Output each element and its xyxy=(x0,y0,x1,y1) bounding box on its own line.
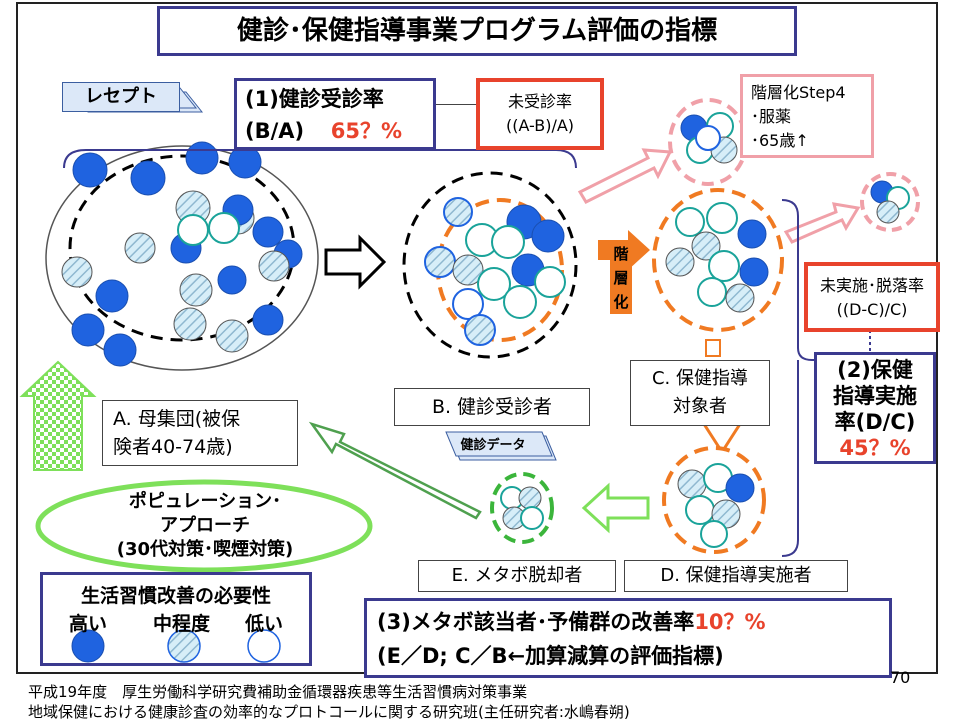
metric1-connector xyxy=(436,104,476,105)
group-d-circles xyxy=(677,463,755,548)
metric3-formula: (E／D; C／B←加算減算の評価指標) xyxy=(377,644,724,668)
group-a-line1: A. 母集団(被保 xyxy=(113,408,241,430)
population-approach-line3: (30代対策･喫煙対策) xyxy=(116,539,294,560)
group-c-label: C. 保健指導 対象者 xyxy=(630,360,770,426)
arrow-a-to-b xyxy=(324,234,387,290)
bracket-metric2 xyxy=(781,199,820,361)
legend-low-circle xyxy=(247,629,281,663)
excluded-circle xyxy=(860,172,920,232)
step4-title: 階層化Step4 xyxy=(751,83,846,102)
legend-box: 生活習慣改善の必要性 高い 中程度 低い xyxy=(40,572,312,666)
dropout-title: 未実施･脱落率 xyxy=(819,276,924,295)
metric2-formula: 率(D/C) xyxy=(834,410,916,434)
stratify-label: 階層化 xyxy=(610,242,632,314)
metric1-title: (1)健診受診率 xyxy=(245,87,384,111)
metric1-formula: (B/A) 65？% xyxy=(245,115,425,147)
arrow-e-to-a xyxy=(308,421,482,520)
step4-box: 階層化Step4 ･服薬 ･65歳↑ xyxy=(740,74,874,158)
footer-line1: 平成19年度 厚生労働科学研究費補助金循環器疾患等生活習慣病対策事業 xyxy=(28,683,528,701)
legend-low-label: 低い xyxy=(245,613,284,635)
legend-high-circle xyxy=(71,629,105,663)
metric1-value: 65？% xyxy=(330,119,403,143)
metric1-ratio: (B/A) xyxy=(245,119,305,143)
population-approach-line2: アプローチ xyxy=(160,515,250,536)
group-e-circles xyxy=(500,486,544,530)
bracket-metric1 xyxy=(63,149,577,169)
dropout-box: 未実施･脱落率 ((D-C)/C) xyxy=(804,262,940,332)
population-approach-line1: ポピュレーション･ xyxy=(128,491,282,512)
unexamined-formula: ((A-B)/A) xyxy=(505,116,575,135)
population-approach-ellipse xyxy=(35,479,373,573)
arrow-b-to-step4 xyxy=(577,148,673,204)
legend-high-label: 高い xyxy=(69,613,108,635)
group-e-label: E. メタボ脱却者 xyxy=(418,560,616,592)
receipt-label: レセプト xyxy=(62,82,180,112)
group-a-label: A. 母集団(被保 険者40-74歳) xyxy=(102,400,298,466)
group-d-label: D. 保健指導実施者 xyxy=(624,560,848,592)
metric2-value: 45？% xyxy=(839,436,911,460)
unexamined-title: 未受診率 xyxy=(507,92,572,111)
population-approach-text: ポピュレーション･ アプローチ (30代対策･喫煙対策) xyxy=(60,490,350,562)
group-b-label: B. 健診受診者 xyxy=(394,388,590,426)
group-b-circles xyxy=(424,197,566,346)
metric2-title-2: 指導実施 xyxy=(833,384,917,408)
group-e-circle xyxy=(490,472,554,544)
step4-age: ･65歳↑ xyxy=(751,131,809,150)
footer-line2: 地域保健における健康診査の効率的なプロトコールに関する研究班(主任研究者:水嶋春… xyxy=(28,703,630,721)
unexamined-box: 未受診率 ((A-B)/A) xyxy=(476,78,604,150)
page-number: 70 xyxy=(890,668,911,687)
legend-mid-label: 中程度 xyxy=(153,613,211,635)
group-c-line2: 対象者 xyxy=(673,396,727,417)
group-c-circles xyxy=(665,202,769,313)
legend-mid-circle xyxy=(167,629,201,663)
metric3-title: (3)メタボ該当者･予備群の改善率 xyxy=(377,610,695,634)
metric2-box: (2)保健 指導実施 率(D/C) 45？% xyxy=(814,352,936,464)
metric1-box: (1)健診受診率 (B/A) 65？% xyxy=(234,78,436,150)
metric3-value: 10？% xyxy=(694,610,766,634)
metric2-title: (2)保健 xyxy=(837,358,913,382)
kenshin-data-label: 健診データ xyxy=(460,438,526,453)
legend-title: 生活習慣改善の必要性 xyxy=(80,585,271,607)
dropout-formula: ((D-C)/C) xyxy=(836,300,908,319)
metric3-title-row: (3)メタボ該当者･予備群の改善率10？% xyxy=(377,605,879,639)
slide-title: 健診･保健指導事業プログラム評価の指標 xyxy=(157,6,797,56)
group-c-line1: C. 保健指導 xyxy=(651,368,748,389)
step4-medication: ･服薬 xyxy=(751,107,792,126)
arrow-c-to-excluded xyxy=(783,202,861,244)
arrow-d-to-e xyxy=(581,482,650,534)
population-up-arrow xyxy=(19,360,97,471)
excluded-circles xyxy=(870,180,910,224)
step4-circles xyxy=(680,112,738,164)
metric3-box: (3)メタボ該当者･予備群の改善率10？% (E／D; C／B←加算減算の評価指… xyxy=(364,598,892,678)
group-a-line2: 険者40-74歳) xyxy=(113,436,233,458)
